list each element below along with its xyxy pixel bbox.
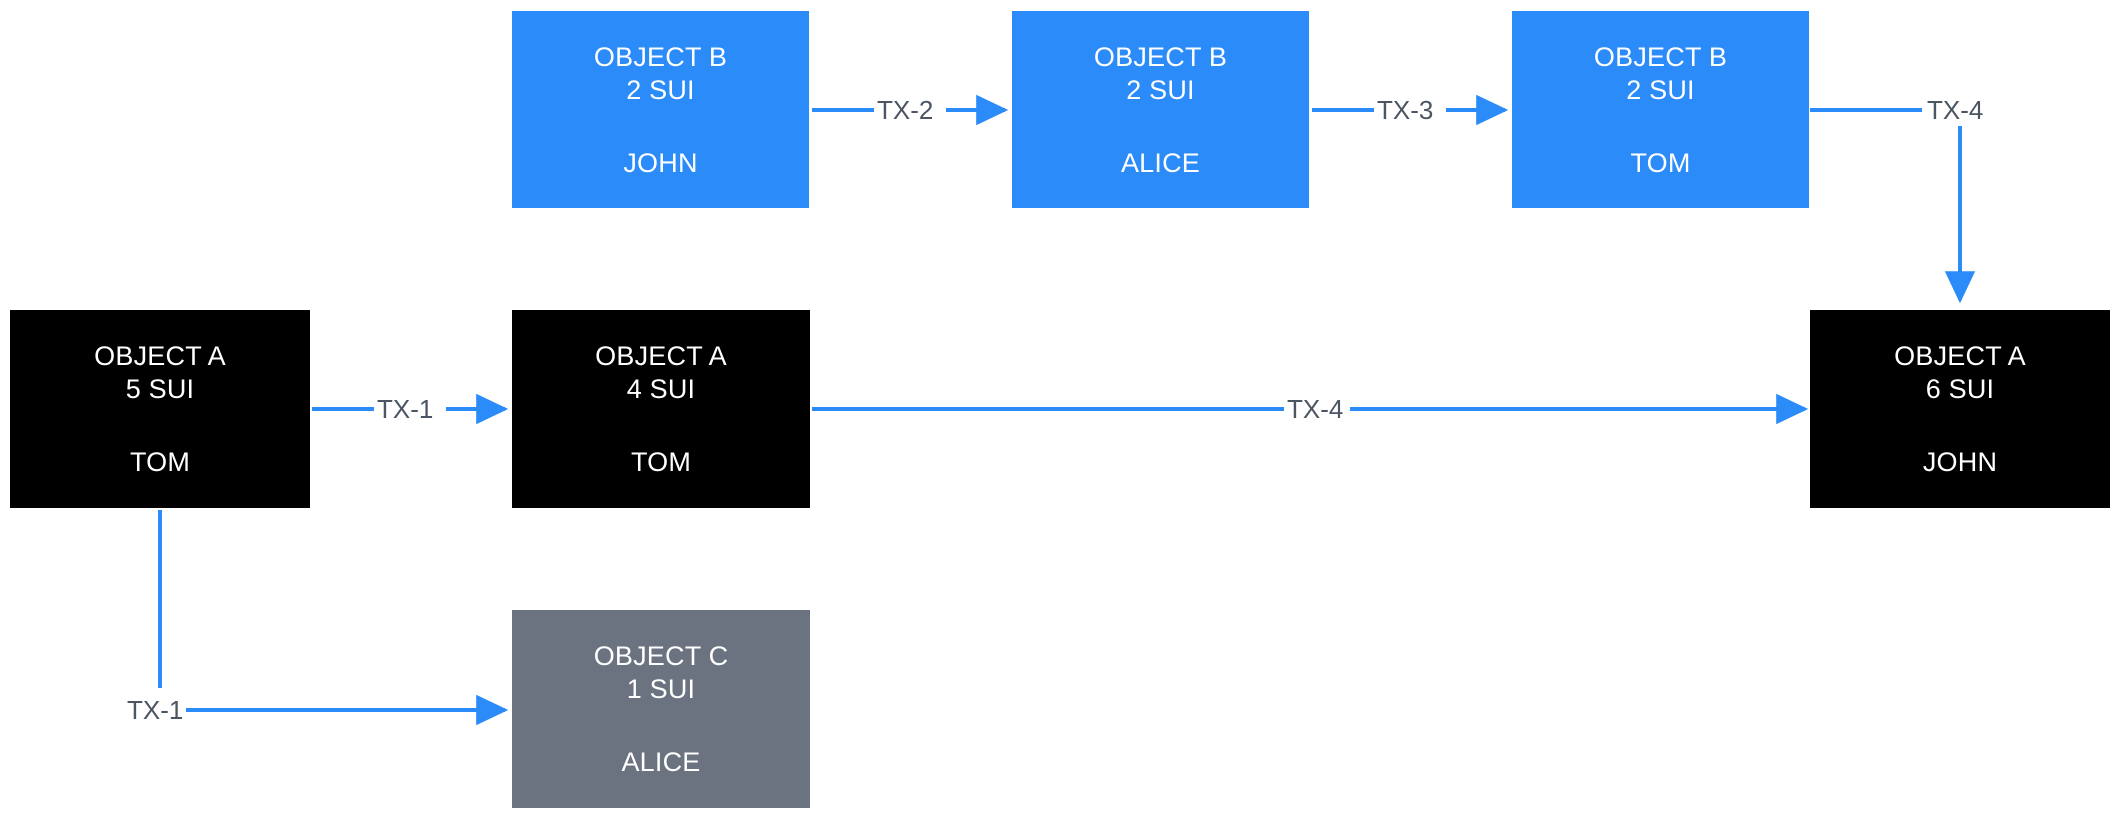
- node-object-a-john-6[interactable]: OBJECT A 6 SUI JOHN: [1810, 310, 2110, 508]
- node-amount: 4 SUI: [626, 373, 696, 404]
- node-amount: 2 SUI: [1626, 74, 1695, 105]
- node-owner: ALICE: [621, 746, 701, 777]
- node-object-name: OBJECT B: [1093, 42, 1228, 72]
- node-object-a-tom-5[interactable]: OBJECT A 5 SUI TOM: [10, 310, 310, 508]
- node-title: OBJECT B 2 SUI: [594, 41, 727, 107]
- node-owner: ALICE: [1120, 147, 1201, 178]
- node-object-b-john[interactable]: OBJECT B 2 SUI JOHN: [512, 11, 809, 208]
- node-owner: JOHN: [1922, 446, 1998, 477]
- node-object-a-tom-4[interactable]: OBJECT A 4 SUI TOM: [512, 310, 810, 508]
- node-amount: 5 SUI: [125, 373, 195, 404]
- node-object-name: OBJECT B: [593, 42, 728, 72]
- node-title: OBJECT B 2 SUI: [1094, 41, 1227, 107]
- edge-label-tx1-c: TX-1: [124, 697, 187, 723]
- node-owner: TOM: [1630, 147, 1691, 178]
- edge-tx4-b-path: [1810, 108, 1976, 304]
- node-object-name: OBJECT A: [595, 341, 727, 371]
- node-object-name: OBJECT A: [1894, 341, 2026, 371]
- node-object-b-tom[interactable]: OBJECT B 2 SUI TOM: [1512, 11, 1809, 208]
- edge-label-tx2: TX-2: [874, 97, 937, 123]
- edge-tx1-c-path: [158, 510, 509, 726]
- node-title: OBJECT C 1 SUI: [594, 640, 729, 706]
- node-owner: JOHN: [623, 147, 698, 178]
- node-amount: 2 SUI: [626, 74, 695, 105]
- node-title: OBJECT A 5 SUI: [94, 340, 226, 406]
- node-object-c-alice[interactable]: OBJECT C 1 SUI ALICE: [512, 610, 810, 808]
- node-title: OBJECT A 4 SUI: [595, 340, 727, 406]
- node-object-name: OBJECT C: [593, 641, 729, 671]
- node-owner: TOM: [129, 446, 191, 477]
- node-amount: 2 SUI: [1126, 74, 1195, 105]
- node-object-name: OBJECT B: [1593, 42, 1728, 72]
- edge-label-tx4-b: TX-4: [1924, 97, 1987, 123]
- edge-label-tx3: TX-3: [1374, 97, 1437, 123]
- edge-label-tx1-a: TX-1: [374, 396, 437, 422]
- node-amount: 1 SUI: [626, 673, 696, 704]
- node-amount: 6 SUI: [1925, 373, 1995, 404]
- node-object-b-alice[interactable]: OBJECT B 2 SUI ALICE: [1012, 11, 1309, 208]
- node-title: OBJECT B 2 SUI: [1594, 41, 1727, 107]
- node-title: OBJECT A 6 SUI: [1894, 340, 2026, 406]
- node-object-name: OBJECT A: [94, 341, 226, 371]
- edge-label-tx4-a: TX-4: [1284, 396, 1347, 422]
- node-owner: TOM: [630, 446, 692, 477]
